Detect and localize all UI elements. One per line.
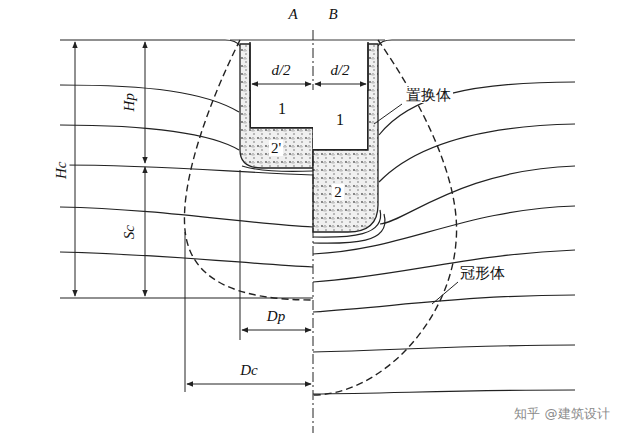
part-name: 冠形体 xyxy=(458,265,507,282)
leader-line xyxy=(374,104,402,124)
callout-number: 2 xyxy=(332,184,344,201)
dimension-label: Hp xyxy=(121,91,138,113)
dimension-label: Dp xyxy=(265,308,287,325)
hammer-block: 1 xyxy=(250,90,313,128)
part-number: 1 xyxy=(336,111,344,129)
crown-body-outline xyxy=(184,40,313,300)
watermark: 知乎 @建筑设计 xyxy=(512,407,611,421)
dimension-label: Hc xyxy=(53,159,70,181)
section-letter: A xyxy=(286,6,299,23)
hammer-block: 1 xyxy=(313,90,368,150)
section-letter: B xyxy=(326,6,339,23)
part-number: 1 xyxy=(278,100,286,118)
dimension-label: d/2 xyxy=(328,62,351,79)
part-name: 置换体 xyxy=(404,87,453,104)
leader-line xyxy=(432,282,458,304)
soil-layers xyxy=(60,40,575,394)
callout-number: 2' xyxy=(269,140,283,157)
hammer-outline xyxy=(250,42,368,91)
replacement-body xyxy=(240,44,313,168)
dimension-label: Dc xyxy=(238,362,260,379)
dimension-label: d/2 xyxy=(269,62,292,79)
crown-body-outline xyxy=(313,40,457,395)
dimension-label: Sc xyxy=(121,223,138,241)
